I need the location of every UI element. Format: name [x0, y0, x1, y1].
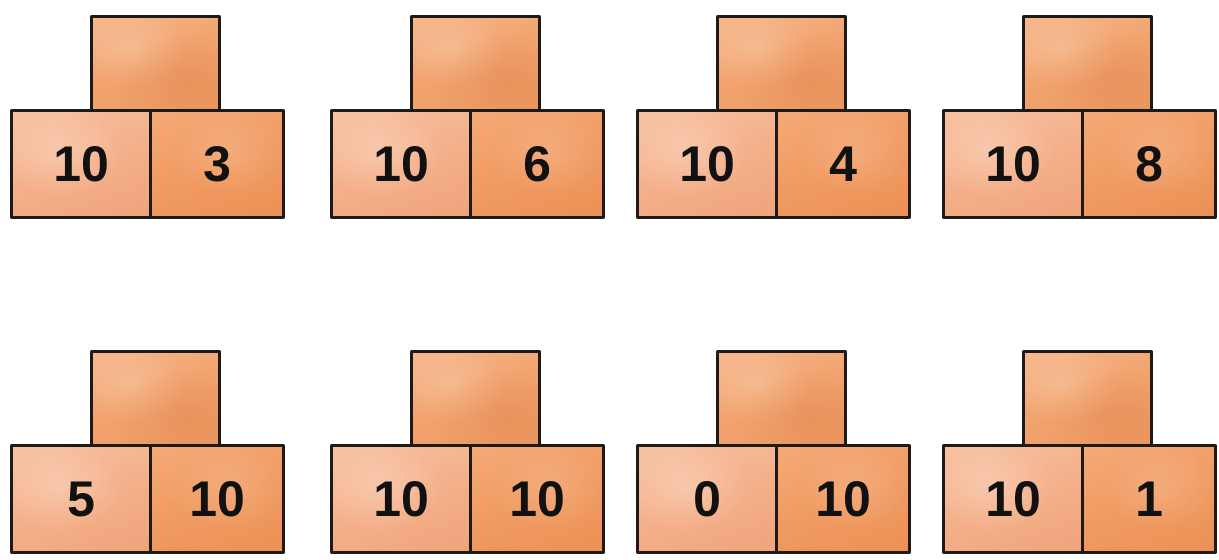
right-brick-value: 4	[778, 139, 908, 189]
left-brick: 0	[636, 444, 778, 554]
right-brick-value: 10	[472, 474, 602, 524]
number-pyramid-2: 10 6	[330, 15, 610, 225]
left-brick-value: 10	[639, 139, 775, 189]
left-brick: 10	[330, 444, 472, 554]
top-brick[interactable]	[90, 350, 221, 447]
right-brick: 10	[149, 444, 285, 554]
top-brick[interactable]	[90, 15, 221, 112]
number-pyramid-3: 10 4	[636, 15, 916, 225]
number-pyramid-5: 5 10	[10, 350, 290, 560]
left-brick: 10	[942, 109, 1084, 219]
right-brick-value: 10	[778, 474, 908, 524]
right-brick: 3	[149, 109, 285, 219]
right-brick-value: 8	[1084, 139, 1214, 189]
right-brick-value: 6	[472, 139, 602, 189]
number-pyramid-8: 10 1	[942, 350, 1219, 560]
number-pyramid-7: 0 10	[636, 350, 916, 560]
left-brick-value: 10	[333, 139, 469, 189]
left-brick-value: 5	[13, 474, 149, 524]
top-brick[interactable]	[716, 15, 847, 112]
right-brick-value: 3	[152, 139, 282, 189]
number-pyramid-1: 10 3	[10, 15, 290, 225]
left-brick: 10	[942, 444, 1084, 554]
left-brick: 10	[330, 109, 472, 219]
number-pyramid-4: 10 8	[942, 15, 1219, 225]
right-brick: 4	[775, 109, 911, 219]
right-brick: 1	[1081, 444, 1217, 554]
top-brick[interactable]	[410, 15, 541, 112]
top-brick[interactable]	[410, 350, 541, 447]
left-brick: 5	[10, 444, 152, 554]
left-brick-value: 0	[639, 474, 775, 524]
right-brick: 6	[469, 109, 605, 219]
left-brick-value: 10	[333, 474, 469, 524]
right-brick-value: 10	[152, 474, 282, 524]
left-brick-value: 10	[945, 139, 1081, 189]
right-brick: 8	[1081, 109, 1217, 219]
number-pyramid-6: 10 10	[330, 350, 610, 560]
top-brick[interactable]	[1022, 15, 1153, 112]
right-brick: 10	[469, 444, 605, 554]
left-brick: 10	[636, 109, 778, 219]
right-brick: 10	[775, 444, 911, 554]
left-brick: 10	[10, 109, 152, 219]
top-brick[interactable]	[1022, 350, 1153, 447]
left-brick-value: 10	[945, 474, 1081, 524]
top-brick[interactable]	[716, 350, 847, 447]
left-brick-value: 10	[13, 139, 149, 189]
right-brick-value: 1	[1084, 474, 1214, 524]
